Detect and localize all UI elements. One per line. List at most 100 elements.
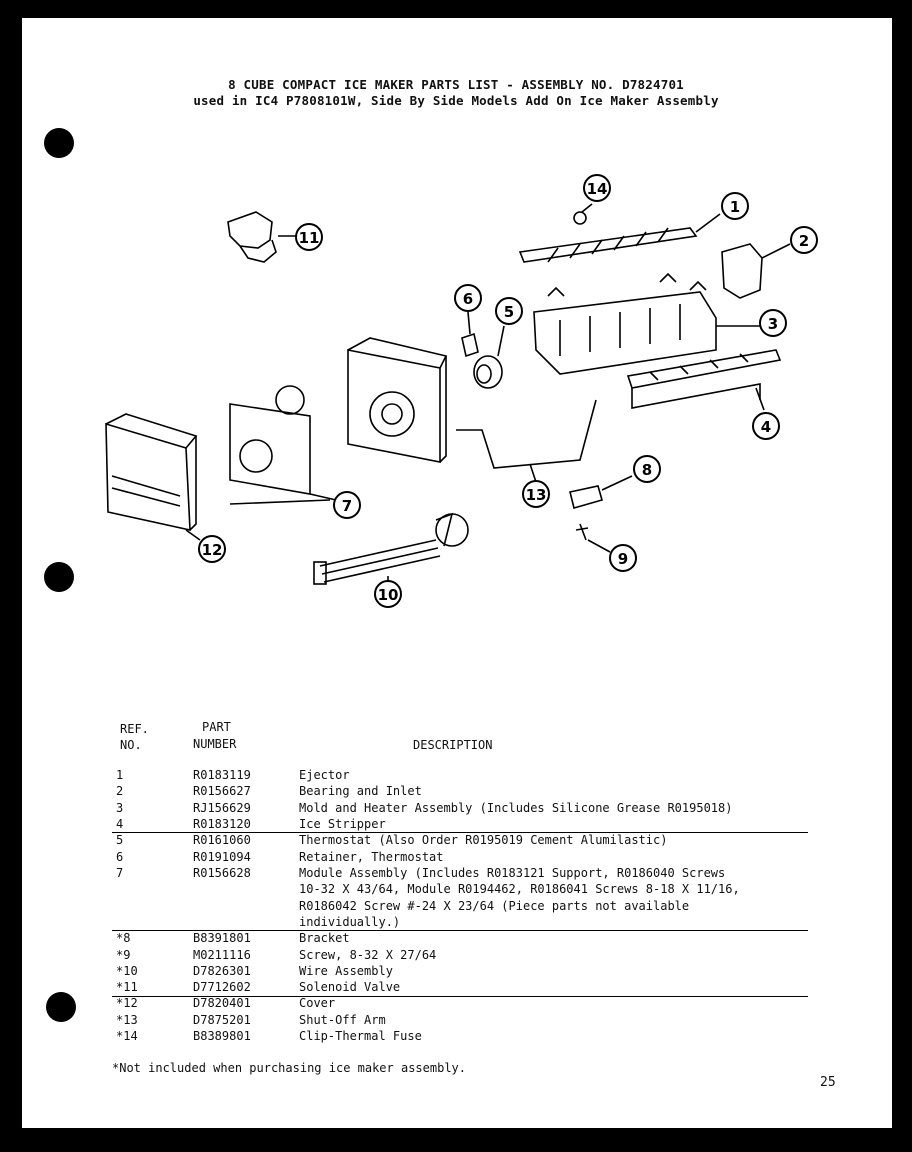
description-cell: Module Assembly (Includes R0183121 Suppo… [299, 866, 726, 880]
callout-label: 13 [526, 486, 547, 504]
callout-label: 7 [342, 497, 352, 515]
description-cell: Clip-Thermal Fuse [299, 1029, 422, 1043]
callout-6: 6 [454, 284, 482, 312]
ice-stripper-drawing [626, 349, 782, 411]
col-header-description: DESCRIPTION [413, 738, 493, 752]
ref-cell: *11 [116, 980, 138, 994]
ref-cell: 7 [116, 866, 124, 880]
ref-cell: 1 [116, 768, 124, 782]
col-header-part-1: PART [202, 720, 231, 734]
divider-after-row-7 [112, 930, 808, 931]
thermostat-retainer-drawing [461, 311, 479, 358]
thermal-fuse-clip-drawing [573, 203, 593, 225]
table-row: *13 D7875201 Shut-Off Arm [0, 1012, 912, 1028]
table-row: *14 B8389801 Clip-Thermal Fuse [0, 1028, 912, 1044]
solenoid-valve-drawing [227, 211, 296, 263]
part-number-cell: R0161060 [193, 833, 251, 847]
ref-cell: *8 [116, 931, 131, 945]
callout-5: 5 [495, 297, 523, 325]
part-number-cell: R0156627 [193, 784, 251, 798]
callout-label: 6 [463, 290, 473, 308]
exploded-parts-diagram: 11 14 1 2 6 5 3 4 8 13 7 12 9 10 [105, 174, 818, 608]
punch-hole-middle [44, 562, 74, 592]
callout-label: 10 [378, 586, 399, 604]
ref-cell: 2 [116, 784, 124, 798]
part-number-cell: R0156628 [193, 866, 251, 880]
part-number-cell: D7820401 [193, 996, 251, 1010]
screw-drawing [575, 523, 611, 553]
table-row: individually.) [0, 914, 912, 930]
punch-hole-bottom [46, 992, 76, 1022]
description-cell: Mold and Heater Assembly (Includes Silic… [299, 801, 733, 815]
callout-3: 3 [759, 309, 787, 337]
divider-after-row-11 [112, 996, 808, 997]
ref-cell: 4 [116, 817, 124, 831]
callout-13: 13 [522, 480, 550, 508]
title-line-1: 8 CUBE COMPACT ICE MAKER PARTS LIST - AS… [228, 77, 684, 92]
callout-label: 9 [618, 550, 628, 568]
punch-hole-top [44, 128, 74, 158]
callout-9: 9 [609, 544, 637, 572]
description-cell: Retainer, Thermostat [299, 850, 444, 864]
ref-cell: *13 [116, 1013, 138, 1027]
callout-2: 2 [790, 226, 818, 254]
callout-label: 8 [642, 461, 652, 479]
part-number-cell: B8389801 [193, 1029, 251, 1043]
callout-label: 3 [768, 315, 778, 333]
ref-cell: 6 [116, 850, 124, 864]
callout-11: 11 [295, 223, 323, 251]
callout-label: 2 [799, 232, 809, 250]
callout-14: 14 [583, 174, 611, 202]
callout-8: 8 [633, 455, 661, 483]
title-line-2: used in IC4 P7808101W, Side By Side Mode… [193, 93, 719, 108]
shutoff-arm-drawing [456, 399, 597, 483]
part-number-cell: R0183119 [193, 768, 251, 782]
table-row: 2 R0156627 Bearing and Inlet [0, 783, 912, 799]
part-number-cell: D7712602 [193, 980, 251, 994]
callout-12: 12 [198, 535, 226, 563]
part-number-cell: R0191094 [193, 850, 251, 864]
ref-cell: *9 [116, 948, 131, 962]
callout-1: 1 [721, 192, 749, 220]
part-number-cell: D7826301 [193, 964, 251, 978]
col-header-ref-1: REF. [120, 722, 149, 736]
footnote: *Not included when purchasing ice maker … [112, 1061, 467, 1075]
bearing-inlet-drawing [721, 243, 791, 299]
callout-label: 14 [587, 180, 608, 198]
module-assembly-drawing [229, 337, 448, 505]
description-cell: Thermostat (Also Order R0195019 Cement A… [299, 833, 668, 847]
thermostat-drawing [473, 325, 505, 389]
callout-7: 7 [333, 491, 361, 519]
table-row: 10-32 X 43/64, Module R0194462, R0186041… [0, 881, 912, 897]
page-number: 25 [820, 1075, 836, 1090]
ref-cell: *14 [116, 1029, 138, 1043]
description-cell: Screw, 8-32 X 27/64 [299, 948, 437, 962]
description-cell: Bearing and Inlet [299, 784, 422, 798]
description-cell: Solenoid Valve [299, 980, 401, 994]
ref-cell: *12 [116, 996, 138, 1010]
callout-label: 5 [504, 303, 514, 321]
callout-label: 12 [202, 541, 223, 559]
wire-assembly-drawing [313, 512, 469, 585]
part-number-cell: R0183120 [193, 817, 251, 831]
callout-label: 1 [730, 198, 740, 216]
ref-cell: 3 [116, 801, 124, 815]
table-row: R0186042 Screw #-24 X 23/64 (Piece parts… [0, 898, 912, 914]
description-cell: Shut-Off Arm [299, 1013, 386, 1027]
part-number-cell: M0211116 [193, 948, 251, 962]
cover-drawing [105, 413, 201, 541]
callout-label: 4 [761, 418, 771, 436]
callout-label: 11 [299, 229, 320, 247]
description-cell: R0186042 Screw #-24 X 23/64 (Piece parts… [299, 899, 690, 913]
table-row: 7 R0156628 Module Assembly (Includes R0183… [0, 865, 912, 881]
ref-cell: *10 [116, 964, 138, 978]
part-number-cell: D7875201 [193, 1013, 251, 1027]
mold-heater-drawing [533, 272, 760, 375]
bracket-drawing [569, 475, 633, 509]
callout-4: 4 [752, 412, 780, 440]
